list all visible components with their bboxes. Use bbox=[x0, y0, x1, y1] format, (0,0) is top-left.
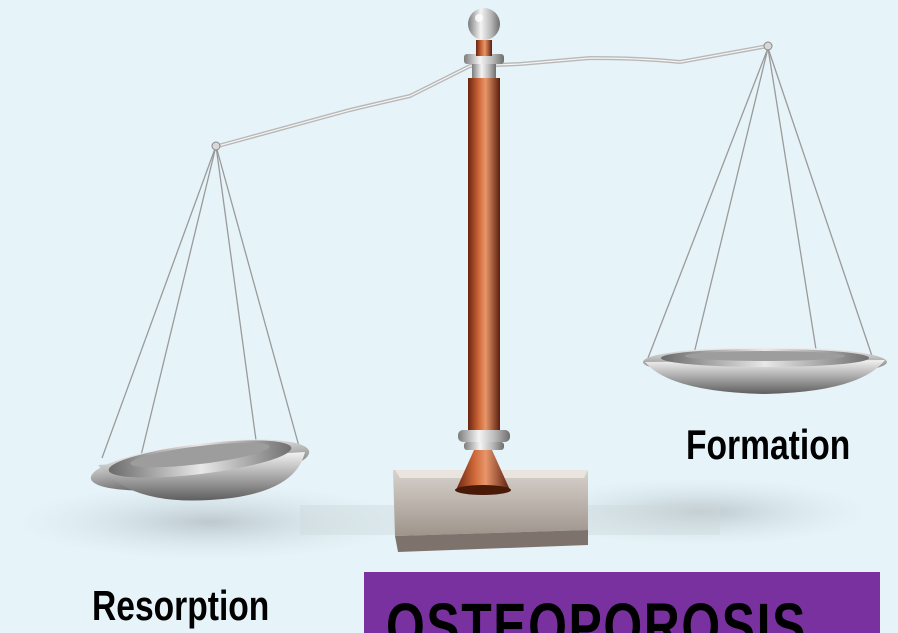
pillar bbox=[468, 78, 500, 430]
resorption-label: Resorption bbox=[92, 585, 269, 627]
right-pan bbox=[643, 347, 887, 394]
title-text: OSTEOPOROSIS bbox=[386, 594, 807, 633]
right-strings bbox=[648, 48, 872, 370]
title-banner: OSTEOPOROSIS bbox=[364, 572, 880, 633]
formation-label: Formation bbox=[686, 424, 850, 466]
left-strings bbox=[102, 146, 300, 468]
top-finial bbox=[468, 8, 500, 40]
